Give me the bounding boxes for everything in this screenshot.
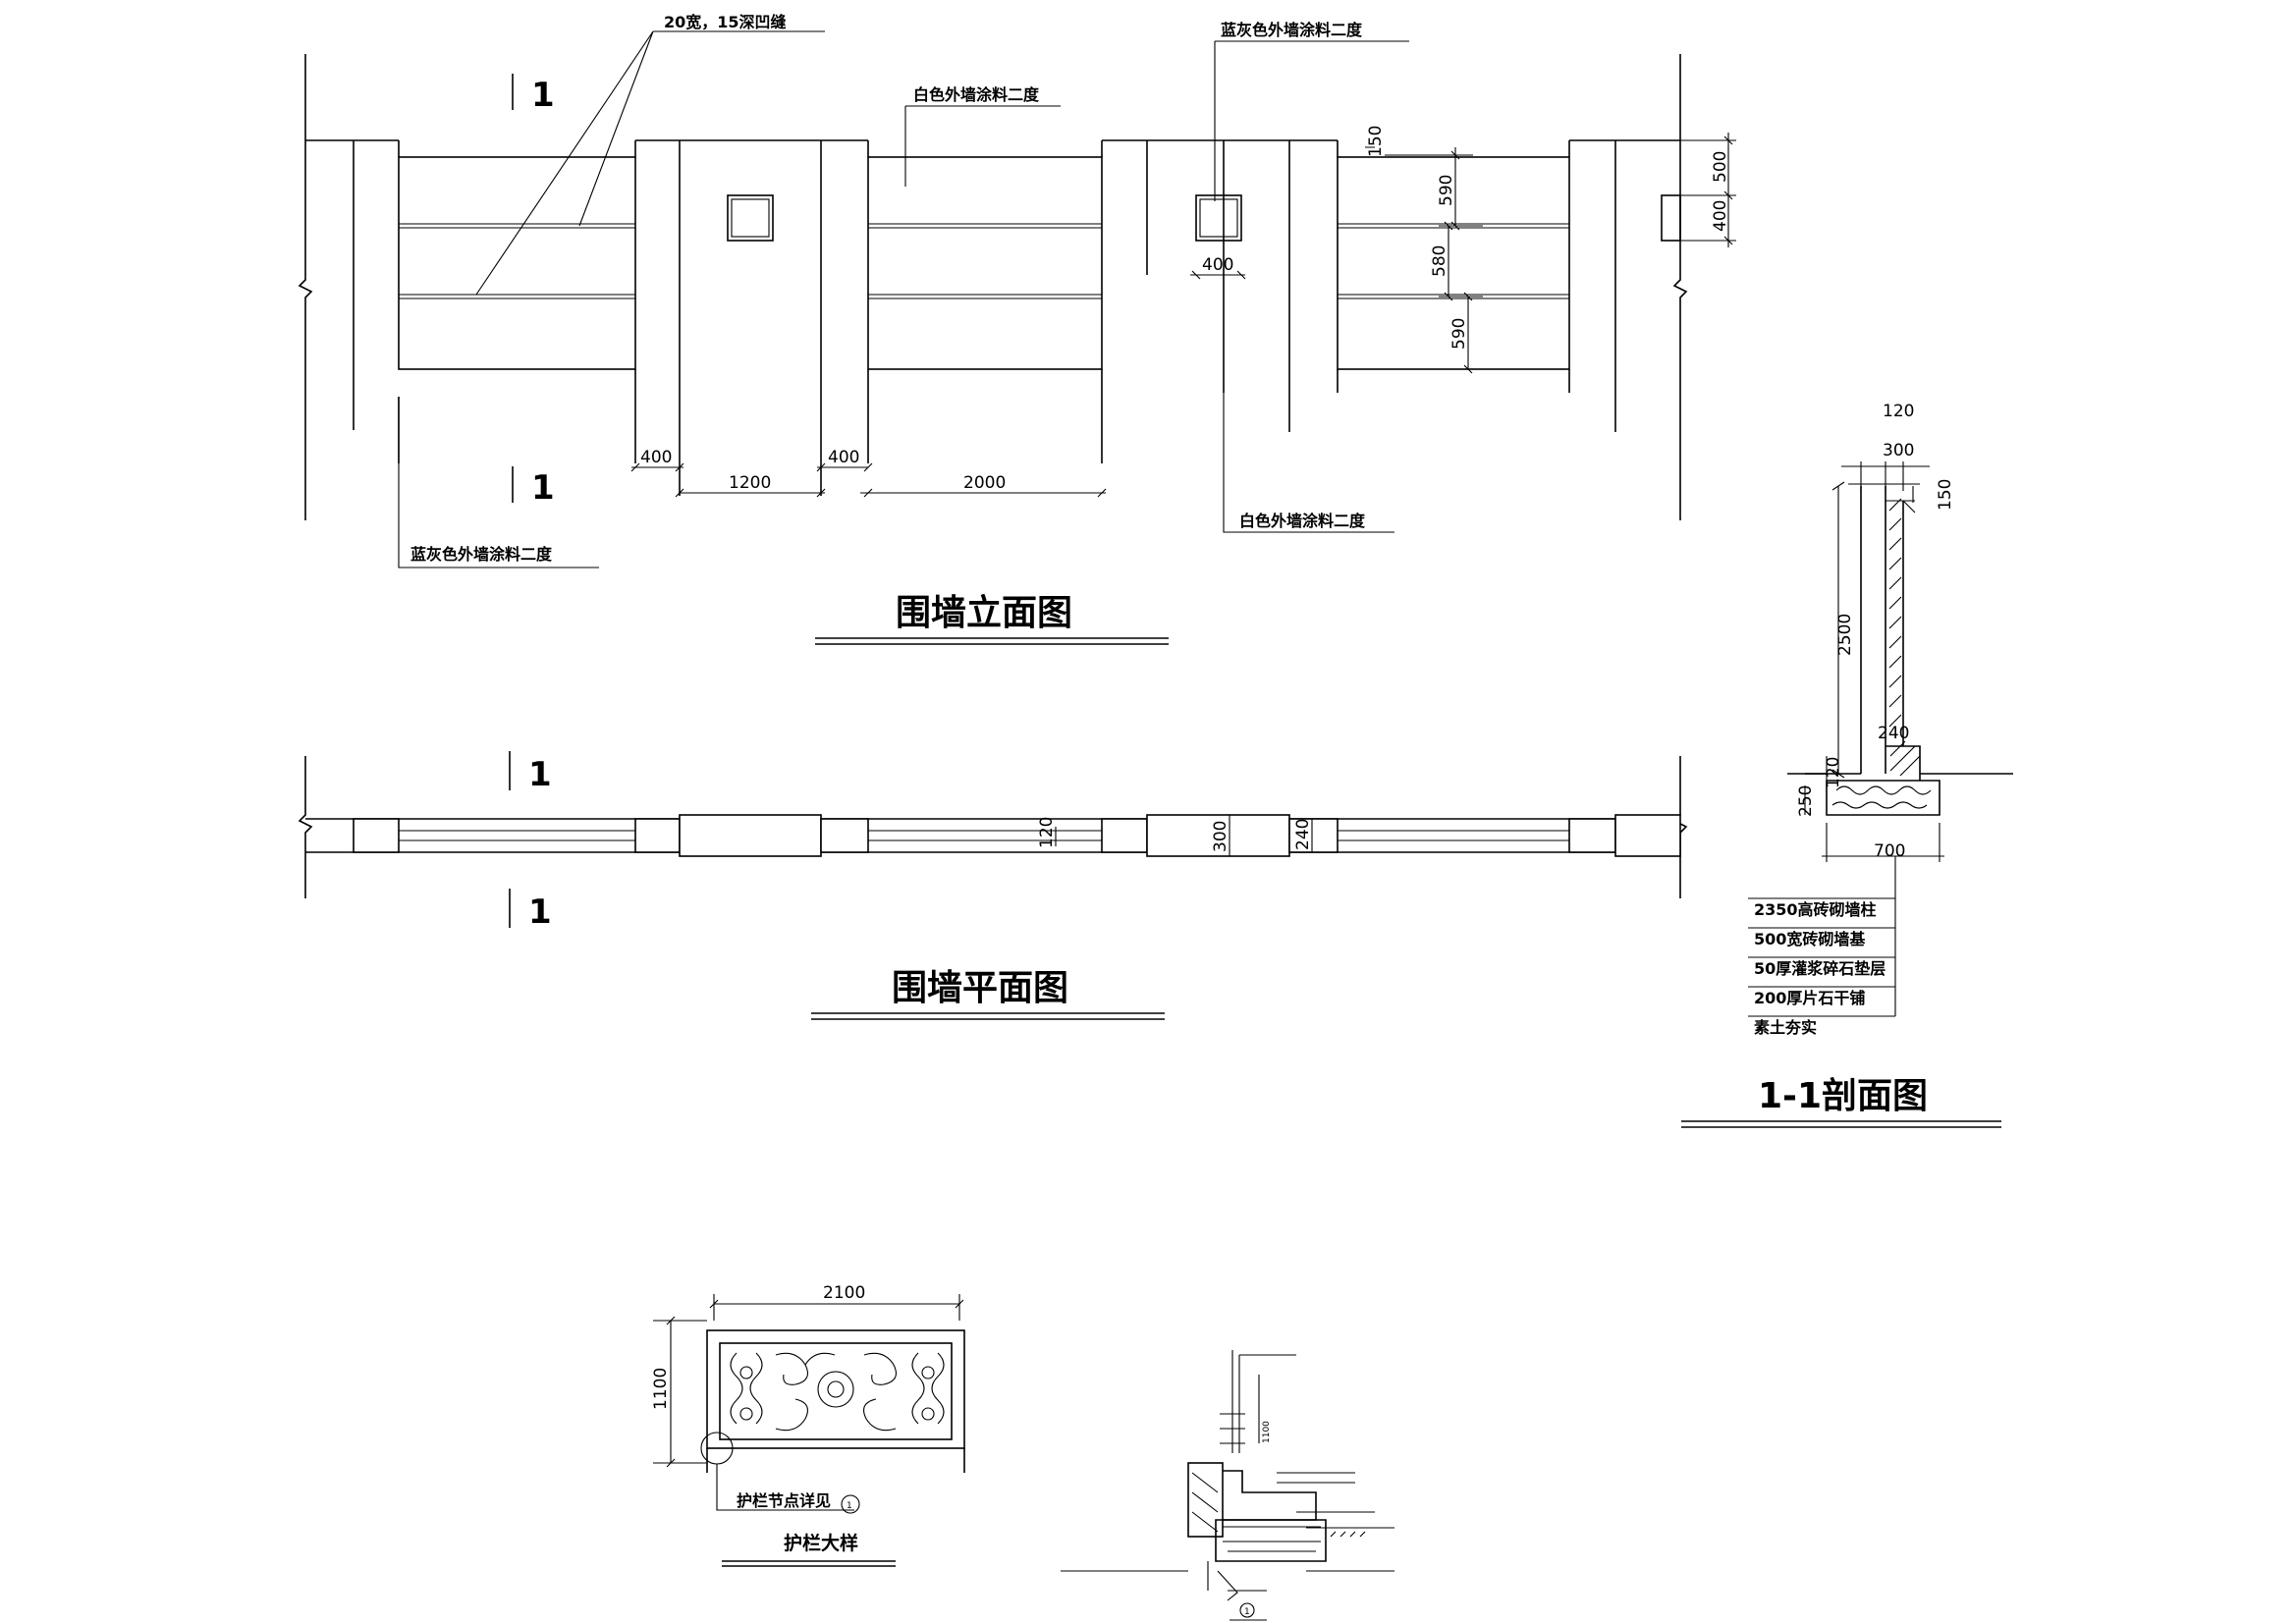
elevation-title-underline — [815, 637, 1169, 645]
section-title-underline — [1681, 1120, 2001, 1128]
plan-section-mark-bottom: 1 — [528, 893, 552, 932]
svg-text:590: 590 — [1449, 318, 1469, 350]
railing-title-underline — [722, 1560, 896, 1567]
plan-wall-lines — [305, 818, 1680, 853]
svg-text:120: 120 — [1824, 757, 1843, 788]
bluegray-paint-note-top: 蓝灰色外墙涂料二度 — [1221, 21, 1363, 39]
svg-text:1: 1 — [1244, 1607, 1250, 1617]
svg-text:500宽砖砌墙基: 500宽砖砌墙基 — [1754, 930, 1866, 948]
plan-title-underline — [811, 1012, 1165, 1020]
svg-text:300: 300 — [1883, 441, 1914, 460]
box-width-text: 400 — [1202, 255, 1233, 275]
railing-height-text: 1100 — [651, 1368, 671, 1410]
section-view: 120 300 150 2500 240 120 250 700 2350高砖砌… — [1681, 402, 2013, 1128]
plan-title: 围墙平面图 — [892, 968, 1068, 1008]
svg-text:150: 150 — [1366, 126, 1386, 157]
wall-hatch — [1888, 498, 1902, 728]
railing-width-text: 2100 — [823, 1283, 865, 1303]
groove-note: 20宽，15深凹缝 — [664, 13, 787, 31]
white-paint-leader-top — [904, 105, 1061, 187]
break-line-left — [298, 54, 313, 520]
foundation-block — [1826, 780, 1941, 816]
railing-node-note: 护栏节点详见 — [737, 1491, 831, 1510]
bluegray-paint-note-bottom: 蓝灰色外墙涂料二度 — [410, 545, 553, 564]
section-mark-top: 1 — [531, 76, 555, 115]
svg-text:1: 1 — [847, 1501, 852, 1511]
svg-text:50厚灌浆碎石垫层: 50厚灌浆碎石垫层 — [1754, 959, 1886, 978]
svg-text:1200: 1200 — [729, 473, 771, 493]
pillar-inset-box — [1661, 194, 1681, 242]
box-width-dim — [1190, 270, 1246, 280]
svg-text:240: 240 — [1878, 724, 1909, 743]
pillar-inset-box — [1195, 194, 1242, 242]
svg-text:素土夯实: 素土夯实 — [1754, 1018, 1817, 1037]
detail-ref-circle — [1239, 1602, 1255, 1618]
section-title: 1-1剖面图 — [1758, 1076, 1928, 1116]
break-line-right — [1672, 54, 1688, 520]
svg-text:240: 240 — [1293, 819, 1313, 850]
railing-view: 2100 1100 护栏节点详见 1 护栏大样 — [651, 1283, 965, 1567]
svg-text:2000: 2000 — [963, 473, 1006, 493]
svg-text:250: 250 — [1796, 785, 1816, 817]
plan-view: 120 300 240 1 1 围墙平面图 — [298, 751, 1688, 1020]
railing-title: 护栏大样 — [784, 1532, 858, 1554]
svg-text:580: 580 — [1430, 245, 1449, 277]
pillar-inset-box — [727, 194, 774, 242]
plan-section-mark-top: 1 — [528, 755, 552, 794]
svg-text:2350高砖砌墙柱: 2350高砖砌墙柱 — [1754, 900, 1877, 919]
svg-text:1100: 1100 — [1262, 1421, 1272, 1443]
elevation-view: 20宽，15深凹缝 白色外墙涂料二度 蓝灰色外墙涂料二度 白色外墙涂料二度 蓝灰… — [298, 13, 1736, 645]
groove-leader — [475, 30, 825, 296]
white-paint-note-top: 白色外墙涂料二度 — [913, 85, 1040, 104]
svg-text:700: 700 — [1874, 841, 1905, 861]
plan-break-left — [298, 756, 313, 898]
footing — [1805, 745, 1921, 781]
layer-legend: 2350高砖砌墙柱 500宽砖砌墙基 50厚灌浆碎石垫层 200厚片石干铺 素土… — [1748, 856, 1896, 1037]
svg-text:120: 120 — [1883, 402, 1914, 421]
wall-panel — [867, 156, 1103, 370]
wall-panel — [398, 156, 636, 370]
svg-text:400: 400 — [828, 448, 859, 467]
bluegray-paint-leader-bottom — [398, 397, 599, 568]
svg-text:2500: 2500 — [1835, 614, 1855, 656]
pillars — [353, 140, 1616, 496]
elevation-vertical-dims: 150 590 580 590 — [1365, 126, 1483, 374]
elevation-horizontal-dims: 400 1200 400 2000 — [630, 448, 1107, 498]
svg-text:120: 120 — [1037, 817, 1057, 848]
svg-text:590: 590 — [1437, 175, 1456, 206]
white-paint-note-bottom: 白色外墙涂料二度 — [1239, 512, 1366, 530]
svg-text:500: 500 — [1711, 151, 1730, 183]
bluegray-paint-leader-top — [1214, 40, 1409, 201]
svg-text:400: 400 — [1711, 200, 1730, 232]
side-dims — [1669, 133, 1736, 247]
elevation-title: 围墙立面图 — [896, 593, 1072, 633]
svg-text:400: 400 — [640, 448, 672, 467]
construction-detail: 1100 1 — [1061, 1350, 1394, 1621]
svg-text:200厚片石干铺: 200厚片石干铺 — [1754, 989, 1865, 1007]
svg-text:300: 300 — [1211, 821, 1230, 852]
section-wall — [1860, 486, 1904, 774]
railing-ornament — [730, 1352, 945, 1432]
section-mark-bottom: 1 — [531, 468, 555, 508]
white-paint-leader-bottom — [1223, 393, 1394, 533]
svg-text:150: 150 — [1936, 479, 1955, 511]
